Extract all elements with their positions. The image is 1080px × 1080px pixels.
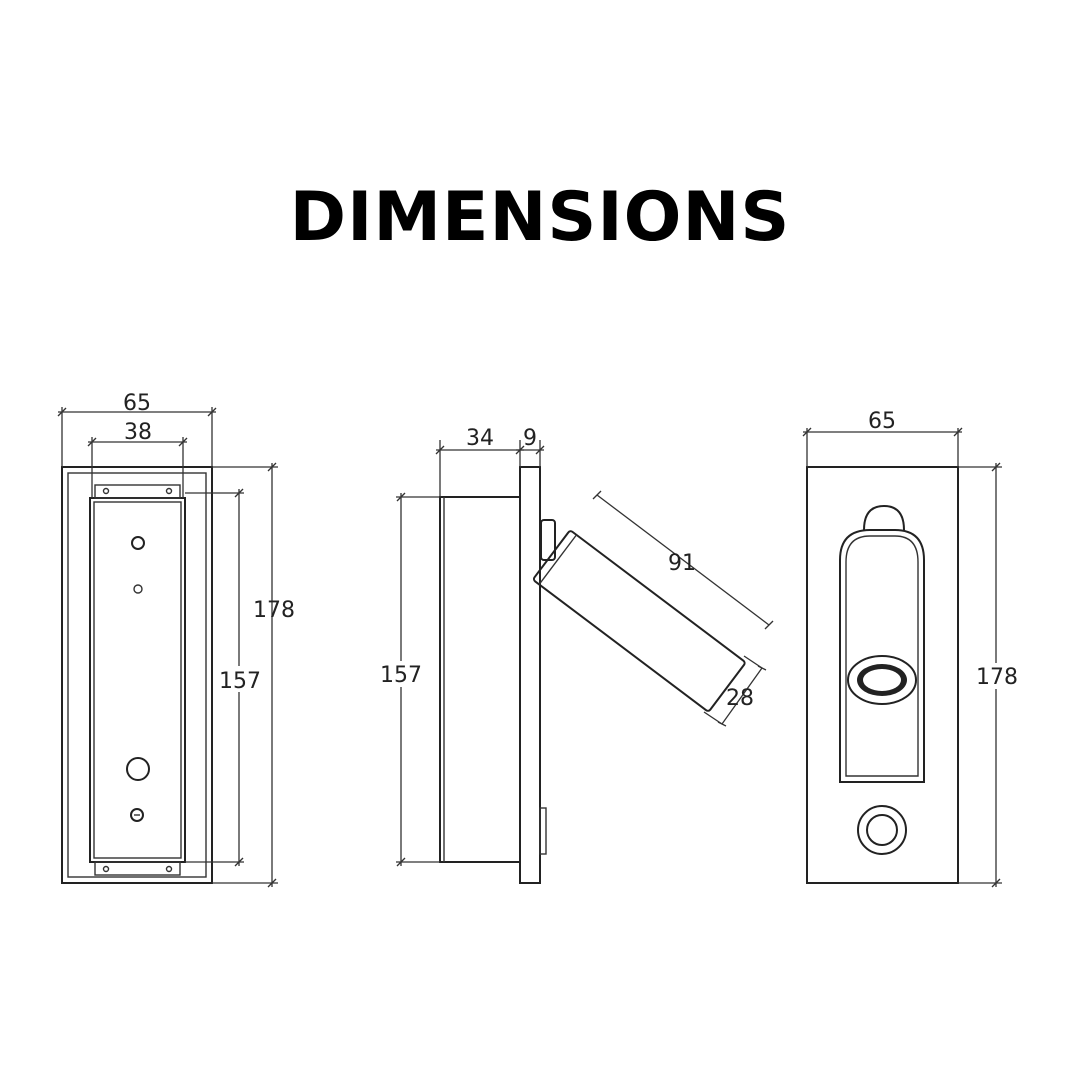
back-view: 65 178	[802, 409, 1022, 888]
side-head-diameter-label: 28	[726, 686, 754, 711]
back-height-label: 178	[976, 665, 1018, 690]
front-height-outer-label: 178	[253, 598, 295, 623]
back-plate	[806, 466, 959, 884]
side-depth-plate-label: 9	[523, 426, 537, 451]
front-bottom-tab	[94, 861, 181, 876]
side-head-length-label: 91	[668, 551, 696, 576]
front-hole-1	[131, 536, 145, 550]
side-view: 34 9 157 91 28	[376, 426, 774, 884]
front-outer-plate	[61, 466, 213, 884]
front-top-tab	[94, 484, 181, 499]
back-lens-ring	[847, 655, 917, 705]
back-switch-button	[857, 805, 907, 855]
back-top-knob	[863, 504, 905, 531]
front-width-inner-label: 38	[124, 420, 152, 445]
side-head	[532, 530, 746, 712]
back-slot	[839, 529, 925, 783]
side-box	[439, 496, 521, 863]
front-height-inner-label: 157	[219, 669, 261, 694]
side-plate	[519, 466, 541, 884]
back-width-label: 65	[868, 409, 896, 434]
front-view: 65 38 178 157	[57, 391, 295, 888]
side-depth-box-label: 34	[466, 426, 494, 451]
front-hole-3	[126, 757, 150, 781]
front-hole-2	[133, 584, 143, 594]
page-title: DIMENSIONS	[289, 178, 791, 257]
side-height-box-label: 157	[380, 663, 422, 688]
front-hole-4	[130, 808, 144, 822]
front-inner-box	[89, 497, 186, 863]
front-width-outer-label: 65	[123, 391, 151, 416]
